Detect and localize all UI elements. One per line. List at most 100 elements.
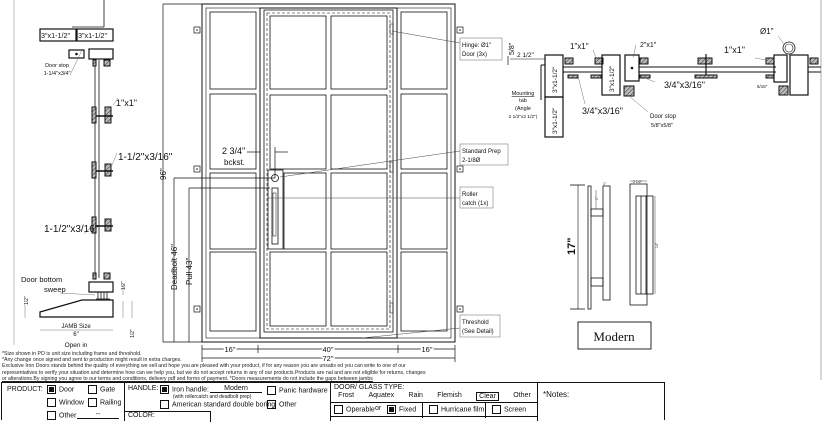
handle-name-box (577, 321, 652, 350)
screen-label: Screen (504, 406, 527, 414)
handle-small-dim-2: 1" (603, 182, 607, 186)
callout-threshold-1: Threshold (462, 320, 489, 326)
jamb-right-box (76, 28, 114, 42)
glass-option-aquatex[interactable]: Aquatex (368, 392, 395, 399)
glass-option-flemish[interactable]: Flemish (437, 392, 462, 399)
handle-width-dim: 2 1/2" (633, 180, 643, 184)
dim-half-1: 1/2" (121, 281, 127, 290)
door-bottom-sweep-label: Door bottom (21, 275, 62, 284)
jamb-size-value: 6" (73, 332, 78, 338)
hurricane-checkbox[interactable]: Hurricane film (422, 403, 484, 418)
disclaimer-line: representatives to verify your situation… (2, 369, 426, 376)
width-right-label: 16" (421, 345, 432, 354)
side-tee-bar-label: 1"x1" (116, 98, 137, 108)
glass-label: DOOR/ GLASS TYPE: (334, 384, 405, 391)
product-door-checkbox[interactable]: Door (47, 385, 74, 394)
plan-tee-2: 1"x1" (724, 45, 745, 55)
plan-hinge-dia: Ø1" (760, 27, 774, 36)
plan-flat-1: 3/4"x3/16" (582, 106, 623, 116)
screen-checkbox[interactable]: Screen (485, 403, 526, 418)
callout-hinge-2: Door (3x) (462, 52, 487, 58)
side-door-stop-label: Door stop (45, 63, 69, 69)
disclaimer-line: *Any change once signed and sent to prod… (2, 357, 182, 364)
callout-prep-1: Standard Prep (462, 149, 501, 155)
mounting-tab-2: tab (519, 98, 527, 104)
jamb-left-box (39, 28, 77, 42)
product-other-field[interactable]: -- (77, 411, 119, 419)
handle-other-checkbox[interactable]: Other (267, 400, 297, 409)
handle-panic-label: Panic hardware (279, 387, 328, 395)
door-bottom-box (88, 281, 114, 293)
operable-checkbox[interactable]: Operable (334, 405, 375, 414)
callout-roller-1: Roller (462, 192, 478, 198)
handle-label: HANDLE: (128, 385, 159, 392)
order-form: PRODUCT: Door Gate Window Railing Other … (1, 382, 665, 422)
color-field[interactable]: COLOR: (125, 411, 211, 422)
disclaimer: *Size shown in PO is unit size including… (2, 351, 682, 382)
pull-handle (271, 187, 279, 245)
product-other-label: Other (59, 412, 77, 420)
side-jamb-right-label: 3"x1-1/2" (78, 31, 108, 40)
glass-option-frost[interactable]: Frost (338, 392, 355, 399)
callout-threshold-2: (See Detail) (462, 329, 494, 335)
width-left-label: 16" (224, 345, 235, 354)
side-section (24, 0, 133, 331)
notes-section[interactable]: *Notes: (538, 383, 665, 421)
door-bottom-sweep-label-2: sweep (44, 285, 66, 294)
handle-detail (570, 180, 656, 350)
handle-inner-dim: 14" (655, 242, 659, 248)
product-other-checkbox[interactable]: Other (47, 411, 77, 420)
glass-options: Frost Aquatex Rain Flemish Clear Other (331, 392, 538, 401)
product-window-checkbox[interactable]: Window (47, 398, 84, 407)
notes-label: *Notes: (543, 390, 570, 399)
handle-panic-checkbox[interactable]: Panic hardware (267, 386, 328, 395)
plan-stile: 2"x1" (640, 42, 657, 49)
disclaimer-line: or alterations.By signing you agree to o… (2, 375, 373, 382)
product-label: PRODUCT: (7, 386, 43, 393)
product-gate-checkbox[interactable]: Gate (88, 385, 115, 394)
jamb-size-label: JAMB Size (61, 324, 91, 330)
side-door-stop-size: 1-1/4"x3/4" (44, 71, 71, 77)
open-in-label: Open in (65, 342, 88, 349)
handle-section: HANDLE: Iron handle: Modern (with roller… (125, 383, 331, 422)
mounting-tab-4: 2 1/2"x2 1/2") (509, 114, 538, 120)
deadbolt-label: Deadbolt 46" (170, 244, 179, 290)
disclaimer-line: Exclusive Iron Doors stands behind the q… (2, 363, 406, 370)
disclaimer-line: *Size shown in PO is unit size including… (2, 351, 142, 357)
plan-tee-1: 1"x1" (570, 42, 589, 51)
mounting-tab-1: Mounting (512, 91, 535, 97)
handle-iron-label: Iron handle: (172, 386, 209, 394)
product-railing-checkbox[interactable]: Railing (88, 398, 121, 407)
product-door-label: Door (59, 386, 75, 394)
height-96-label: 96" (159, 168, 168, 180)
glass-option-clear-selected[interactable]: Clear (476, 392, 499, 401)
handle-iron-value[interactable]: Modern (210, 385, 262, 393)
threshold-profile (39, 299, 114, 318)
plan-section (507, 35, 821, 138)
color-label: COLOR: (128, 412, 155, 419)
product-window-label: Window (59, 399, 84, 407)
fixed-checkbox[interactable]: Fixed (387, 405, 416, 414)
fixed-label: Fixed (399, 406, 417, 414)
plan-dim-5-8: 5/8" (509, 42, 516, 55)
plan-jamb-b: 3"x1-1/2" (552, 107, 559, 134)
glass-option-rain[interactable]: Rain (408, 392, 423, 399)
side-flat-bar-label-2: 1-1/2"x3/16" (44, 224, 99, 235)
pull-label: Pull 43" (185, 258, 194, 285)
plan-flat-2: 3/4"x3/16" (664, 80, 705, 90)
backset-value: 2 3/4" (222, 146, 245, 156)
handle-other-label: Other (279, 401, 297, 409)
plan-door-stop-size: 5/8"x5/8" (651, 123, 673, 129)
handle-iron-checkbox[interactable]: Iron handle: (160, 385, 209, 394)
plan-jamb-a: 3"x1-1/2" (552, 66, 559, 93)
dim-half-3: 1/2" (130, 329, 136, 338)
callout-prep-2: 2-1/8Ø (462, 158, 481, 164)
side-jamb-left-label: 3"x1-1/2" (41, 31, 71, 40)
glass-option-other[interactable]: Other (513, 392, 531, 399)
mounting-tab-3: (Angle (515, 106, 531, 112)
handle-name: Modern (593, 329, 635, 344)
dim-half-2: 1/2" (24, 296, 30, 305)
handle-iron-note: (with rollercatch and deadbolt prep) (173, 394, 252, 400)
handle-american-checkbox[interactable]: American standard double boring (160, 400, 275, 409)
